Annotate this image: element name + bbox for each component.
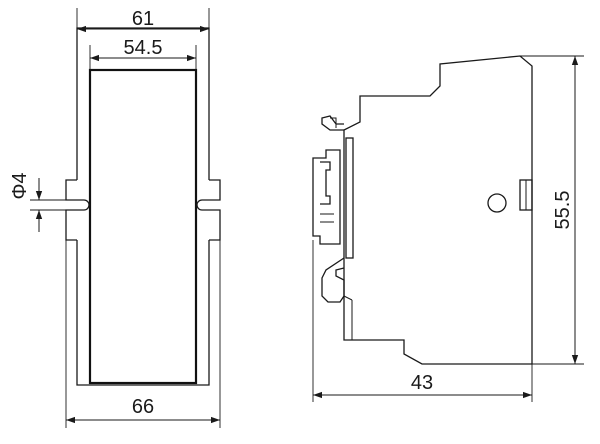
- bottom-width-label: 66: [132, 396, 154, 418]
- outer-width-label: 61: [132, 8, 154, 30]
- right-mounting-ear: [196, 179, 221, 241]
- side-view-indicator-circle: [487, 193, 507, 213]
- din-clip-channel: [312, 149, 341, 245]
- front-view-face: [88, 68, 198, 385]
- front-view-housing: [76, 27, 210, 386]
- side-view-body: [343, 55, 533, 365]
- front-view: 61 54.5 66 Φ4: [9, 8, 221, 428]
- inner-width-label: 54.5: [124, 37, 163, 59]
- din-latch-vertical: [345, 137, 354, 259]
- hole-diameter-label: Φ4: [9, 172, 31, 199]
- din-rail-profile: [320, 161, 331, 205]
- side-view: 43 55.5: [312, 55, 584, 402]
- din-clip-lower: [321, 257, 345, 303]
- height-label: 55.5: [552, 191, 574, 230]
- depth-label: 43: [411, 372, 433, 394]
- left-mounting-ear: [65, 179, 90, 241]
